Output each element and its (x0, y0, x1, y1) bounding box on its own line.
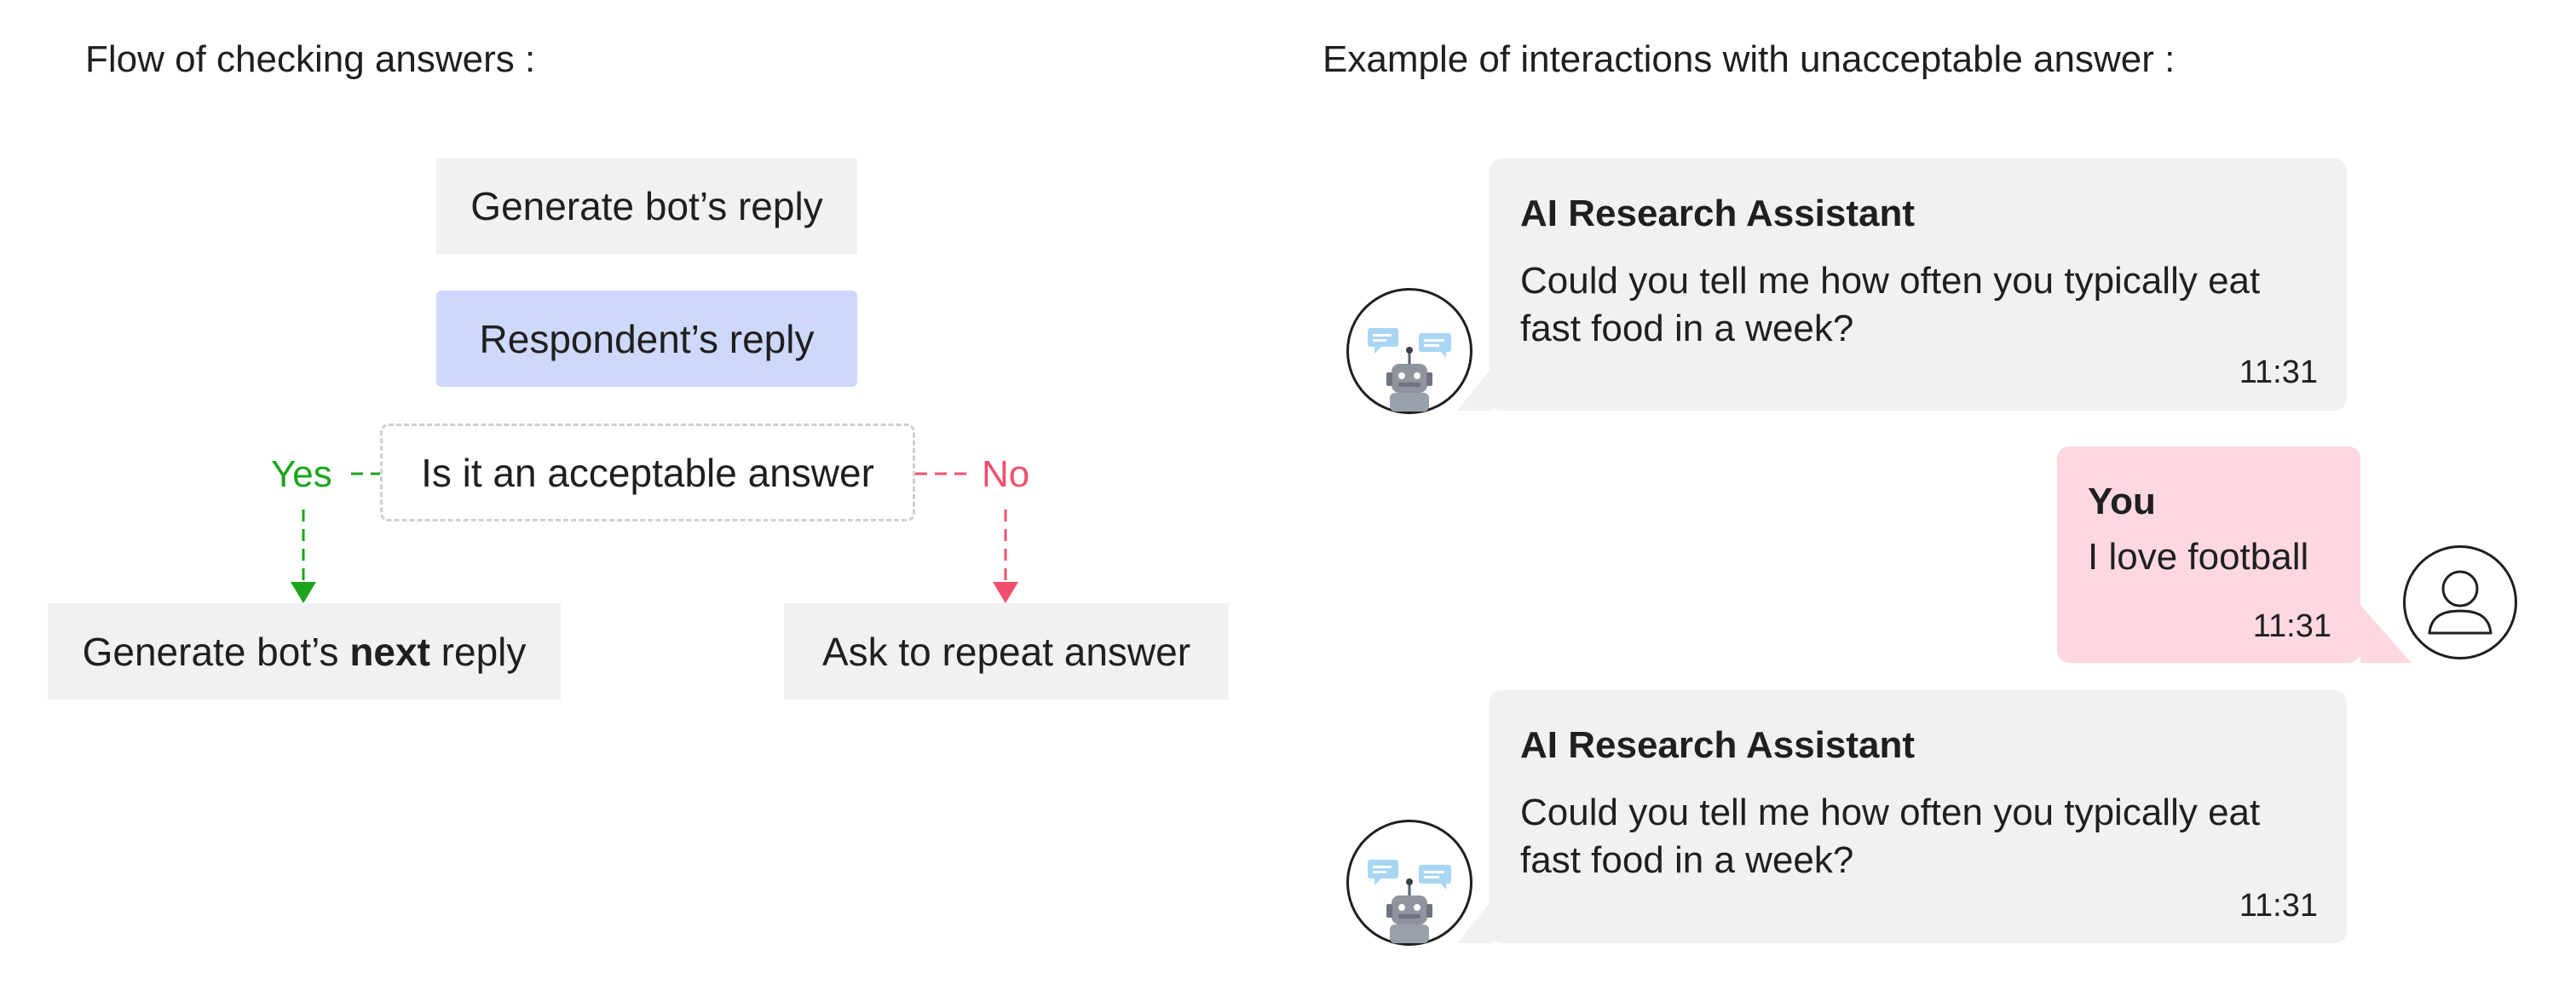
message-text-line: fast food in a week? (1520, 839, 1854, 881)
generate-reply-box: Generate bot’s reply (436, 158, 857, 254)
message-time: 11:31 (2252, 608, 2331, 644)
message-text-line: Could you tell me how often you typicall… (1520, 260, 2261, 302)
respondent-reply-box: Respondent’s reply (436, 291, 857, 387)
no-arrow-head (993, 582, 1018, 603)
message-time: 11:31 (2239, 888, 2318, 924)
user-bubble-tail (2360, 605, 2412, 663)
message-text-line: fast food in a week? (1520, 308, 1854, 349)
bot-bubble-tail-1 (1457, 366, 1493, 411)
robot-icon (1368, 860, 1451, 943)
user-avatar (2403, 545, 2517, 659)
message-text-line: I love football (2088, 536, 2309, 578)
message-sender: AI Research Assistant (1520, 724, 1916, 766)
message-time: 11:31 (2239, 354, 2318, 390)
message-sender: AI Research Assistant (1520, 193, 1916, 234)
bot-message-bubble: AI Research Assistant Could you tell me … (1490, 158, 2347, 411)
generate-next-reply-box: Generate bot’s next reply (48, 603, 561, 700)
bot-avatar (1346, 288, 1472, 414)
bot-bubble-tail-2 (1457, 899, 1493, 943)
chat-title: Example of interactions with unacceptabl… (1323, 38, 2175, 80)
next-reply-bold: next (349, 629, 430, 674)
yes-arrow-head (291, 582, 316, 603)
bot-avatar (1346, 820, 1472, 946)
no-label: No (982, 453, 1030, 495)
user-icon (2428, 570, 2492, 635)
yes-label: Yes (271, 453, 332, 495)
ask-repeat-box: Ask to repeat answer (784, 603, 1229, 700)
user-message-bubble: You I love football 11:31 (2057, 446, 2360, 663)
next-reply-prefix: Generate bot’s (82, 629, 350, 674)
message-sender: You (2088, 481, 2156, 522)
bot-message-bubble: AI Research Assistant Could you tell me … (1490, 690, 2347, 943)
next-reply-suffix: reply (429, 629, 527, 674)
message-text-line: Could you tell me how often you typicall… (1520, 792, 2261, 833)
robot-icon (1368, 328, 1451, 412)
flow-title: Flow of checking answers : (85, 38, 536, 80)
acceptable-answer-decision: Is it an acceptable answer (380, 423, 915, 521)
